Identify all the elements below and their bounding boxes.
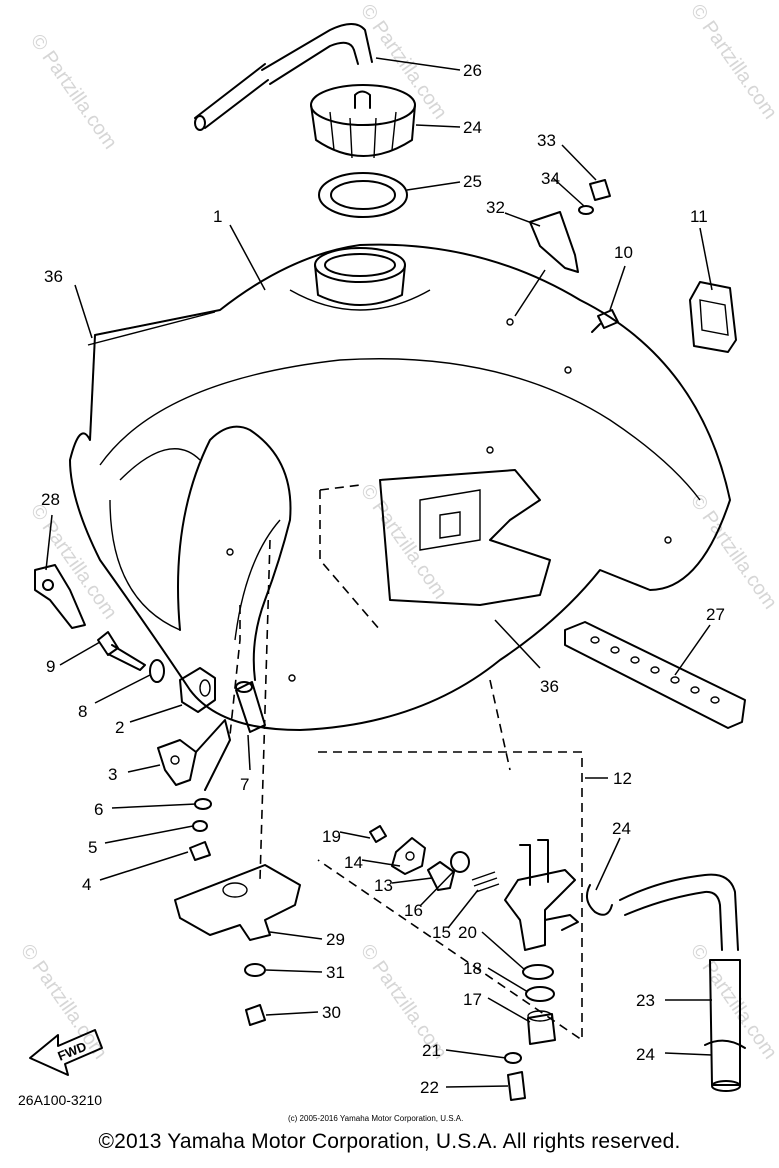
callout-label: 6 bbox=[94, 800, 103, 819]
side-bracket-part bbox=[34, 564, 86, 629]
watermark-group: © Partzilla.com © Partzilla.com © Partzi… bbox=[16, 0, 779, 1063]
callout-label: 2 bbox=[115, 718, 124, 737]
mount-bolt-group bbox=[97, 631, 216, 713]
tank-cover-part bbox=[87, 311, 216, 346]
callout-label: 23 bbox=[636, 991, 655, 1010]
bracket-bolt-group bbox=[529, 179, 619, 333]
watermark: © Partzilla.com bbox=[356, 480, 451, 603]
breather-hose-part bbox=[194, 23, 373, 131]
footer-copyright: ©2013 Yamaha Motor Corporation, U.S.A. A… bbox=[98, 1130, 681, 1153]
callout-label: 20 bbox=[458, 923, 477, 942]
callout-label: 19 bbox=[322, 827, 341, 846]
small-fastener-group bbox=[189, 798, 212, 861]
callout-label: 29 bbox=[326, 930, 345, 949]
callout-label: 25 bbox=[463, 172, 482, 191]
callout-label: 30 bbox=[322, 1003, 341, 1022]
callout-label: 15 bbox=[432, 923, 451, 942]
callout-label: 33 bbox=[537, 131, 556, 150]
callout-label: 27 bbox=[706, 605, 725, 624]
rubber-strip-part bbox=[564, 621, 746, 729]
callout-label: 10 bbox=[614, 243, 633, 262]
leader-lines bbox=[45, 57, 713, 1088]
callout-label: 4 bbox=[82, 875, 91, 894]
watermark: © Partzilla.com bbox=[686, 0, 779, 123]
callout-label: 11 bbox=[690, 207, 708, 226]
fuel-tank-part bbox=[69, 243, 731, 881]
callout-label: 16 bbox=[404, 901, 423, 920]
cap-gasket-part bbox=[318, 172, 408, 218]
callout-label: 36 bbox=[44, 267, 63, 286]
small-copyright: (c) 2005-2016 Yamaha Motor Corporation, … bbox=[288, 1114, 463, 1123]
diagram-code: 26A100-3210 bbox=[18, 1092, 102, 1108]
watermark: © Partzilla.com bbox=[16, 940, 111, 1063]
callout-label: 32 bbox=[486, 198, 505, 217]
fuel-cock-assembly-group bbox=[317, 751, 583, 1101]
callout-label: 9 bbox=[46, 657, 55, 676]
callout-label: 7 bbox=[240, 775, 249, 794]
mounting-plate-part bbox=[174, 864, 301, 1026]
callout-label: 26 bbox=[463, 61, 482, 80]
clip-part bbox=[689, 281, 737, 353]
fuel-cap-part bbox=[310, 84, 416, 159]
fuel-hose-part bbox=[585, 873, 746, 1092]
callout-label: 24 bbox=[612, 819, 631, 838]
callout-label: 17 bbox=[463, 990, 482, 1009]
callout-label: 13 bbox=[374, 876, 393, 895]
watermark: © Partzilla.com bbox=[26, 30, 121, 153]
callout-label: 21 bbox=[422, 1041, 441, 1060]
callout-label: 12 bbox=[613, 769, 632, 788]
callout-label: 34 bbox=[541, 169, 560, 188]
callout-label: 8 bbox=[78, 702, 87, 721]
tank-bracket-part bbox=[157, 719, 231, 791]
callout-label: 22 bbox=[420, 1078, 439, 1097]
watermark: © Partzilla.com bbox=[686, 940, 779, 1063]
watermark: © Partzilla.com bbox=[26, 500, 121, 623]
callout-label: 1 bbox=[213, 207, 222, 226]
watermark: © Partzilla.com bbox=[686, 490, 779, 613]
collar-part bbox=[235, 681, 266, 733]
callout-label: 31 bbox=[326, 963, 345, 982]
callout-label: 14 bbox=[344, 853, 363, 872]
callout-label: 36 bbox=[540, 677, 559, 696]
callout-label: 3 bbox=[108, 765, 117, 784]
callout-label: 24 bbox=[463, 118, 482, 137]
callout-label: 18 bbox=[463, 959, 482, 978]
callout-label: 5 bbox=[88, 838, 97, 857]
callout-label: 28 bbox=[41, 490, 60, 509]
callout-labels: 26 24 25 1 36 32 34 33 10 11 28 27 36 9 … bbox=[41, 61, 725, 1097]
callout-label: 24 bbox=[636, 1045, 655, 1064]
